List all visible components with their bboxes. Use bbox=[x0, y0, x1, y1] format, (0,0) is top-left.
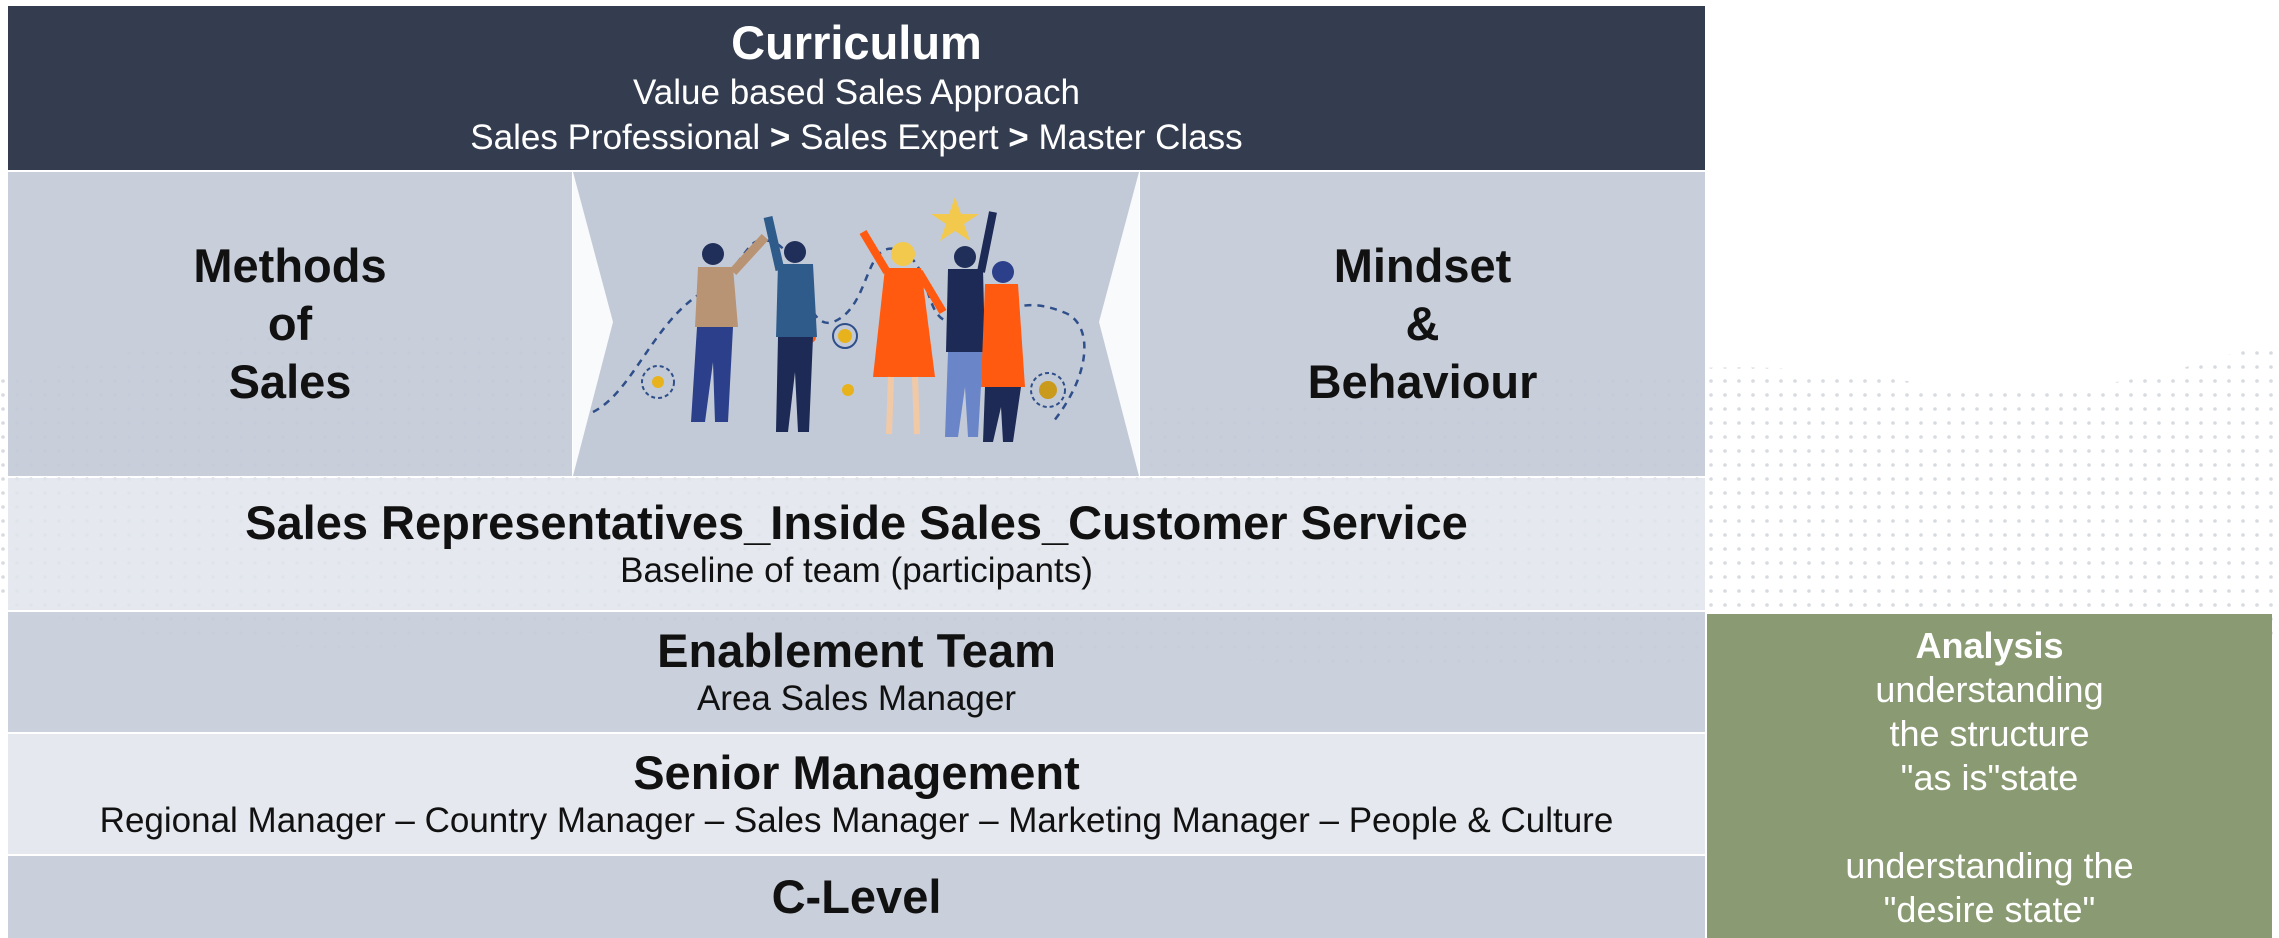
path-separator: > bbox=[769, 118, 791, 157]
path-separator: > bbox=[1008, 118, 1029, 157]
path-step-master: Master Class bbox=[1038, 118, 1243, 157]
enablement-subtitle: Area Sales Manager bbox=[696, 679, 1017, 718]
c-level-row: C-Level bbox=[8, 856, 1705, 938]
analysis-line1: understanding bbox=[1875, 669, 2104, 710]
mindset-behaviour-box: Mindset & Behaviour bbox=[1140, 172, 1705, 476]
curriculum-title: Curriculum bbox=[731, 16, 982, 69]
clevel-title: C-Level bbox=[771, 870, 942, 923]
path-step-expert: Sales Expert bbox=[800, 118, 999, 157]
sales-representatives-row: Sales Representatives_Inside Sales_Custo… bbox=[8, 478, 1705, 610]
curriculum-path: Sales Professional > Sales Expert > Mast… bbox=[470, 115, 1242, 160]
analysis-box: Analysis understanding the structure "as… bbox=[1707, 614, 2272, 938]
enablement-team-row: Enablement Team Area Sales Manager bbox=[8, 612, 1705, 732]
analysis-title: Analysis bbox=[1915, 625, 2064, 666]
team-celebration-illustration bbox=[573, 172, 1139, 476]
path-step-professional: Sales Professional bbox=[470, 118, 761, 157]
methods-line2: of bbox=[267, 297, 313, 350]
senior-title: Senior Management bbox=[633, 746, 1080, 799]
methods-line1: Methods bbox=[193, 239, 387, 292]
enablement-title: Enablement Team bbox=[657, 624, 1056, 677]
curriculum-header: Curriculum Value based Sales Approach Sa… bbox=[8, 6, 1705, 170]
analysis-line2: the structure bbox=[1889, 713, 2090, 754]
mindset-line1: Mindset bbox=[1333, 239, 1512, 292]
senior-management-row: Senior Management Regional Manager – Cou… bbox=[8, 734, 1705, 854]
reps-subtitle: Baseline of team (participants) bbox=[620, 551, 1093, 590]
mindset-line2: & bbox=[1405, 297, 1440, 350]
analysis-line3: "as is"state bbox=[1900, 757, 2079, 798]
analysis-line4: understanding the bbox=[1845, 845, 2134, 886]
curriculum-subtitle: Value based Sales Approach bbox=[633, 73, 1080, 112]
analysis-line5: "desire state" bbox=[1883, 889, 2096, 930]
mindset-line3: Behaviour bbox=[1307, 355, 1538, 408]
methods-line3: Sales bbox=[228, 355, 352, 408]
methods-of-sales-box: Methods of Sales bbox=[8, 172, 572, 476]
reps-title: Sales Representatives_Inside Sales_Custo… bbox=[245, 496, 1468, 549]
senior-subtitle: Regional Manager – Country Manager – Sal… bbox=[99, 801, 1614, 840]
